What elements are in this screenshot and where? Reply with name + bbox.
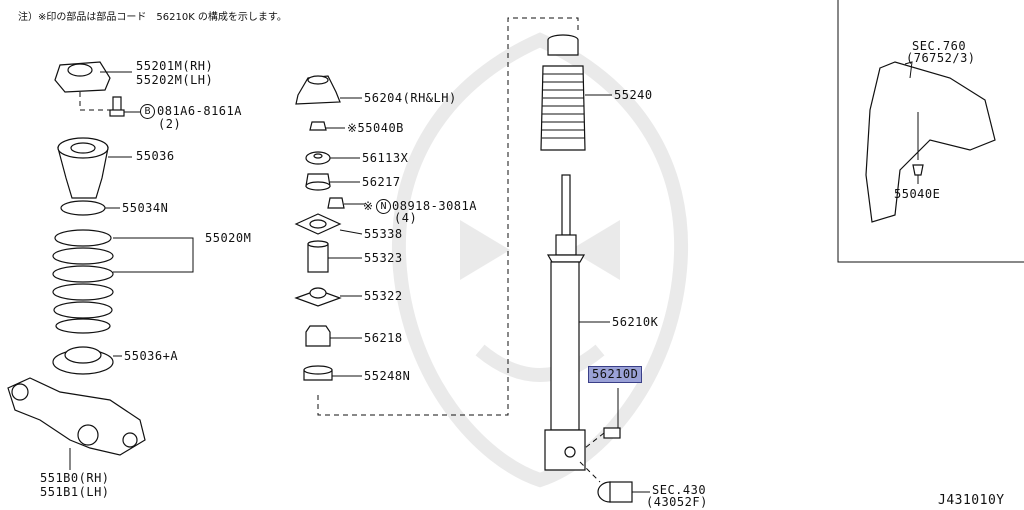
bump-boot-55240 [540,34,612,151]
assembly-bracket [317,17,579,416]
ring-55034n [60,200,120,216]
washer-56113x [305,151,360,165]
nut-symbol-n: N [376,199,391,214]
watermark-emblem [391,32,689,488]
label-55338: 55338 [364,227,403,241]
label-55323: 55323 [364,251,403,265]
plate-55338 [294,213,363,235]
spring-seat-55036 [57,137,132,199]
header-note: 注）※印の部品は部品コード 56210K の構成を示します。 [18,12,287,23]
bushing-55248n [303,365,362,381]
nut-08918 [327,197,365,209]
label-sec760[interactable]: SEC.760 [912,39,967,53]
label-551b0: 551B0(RH) [40,471,110,485]
label-55201m: 55201M(RH) [136,59,214,73]
upper-mount-55201m [54,61,132,93]
label-55322: 55322 [364,289,403,303]
nut-55040b [309,121,345,131]
label-nut-prefix: ※ [363,199,374,213]
bushing-sec430 [579,461,650,503]
label-55036a: 55036+A [124,349,179,363]
label-sec760-sub: (76752/3) [906,51,976,65]
bushing-56217 [305,173,360,191]
diagram-id: J431010Y [938,493,1005,508]
label-nut-qty: (4) [394,211,418,225]
label-56210k: 56210K [612,315,659,329]
label-56217: 56217 [362,175,401,189]
label-56204: 56204(RH&LH) [364,91,457,105]
label-55248n: 55248N [364,369,411,383]
label-56210d-highlighted[interactable]: 56210D [588,366,643,383]
label-55040b: ※55040B [347,121,404,135]
label-56218: 56218 [364,331,403,345]
lower-seat-55036a [52,346,122,375]
label-55202m: 55202M(LH) [136,73,214,87]
bolt-56210d [584,388,621,449]
label-55034n: 55034N [122,201,169,215]
bolt-symbol-b: B [140,104,155,119]
bolt-081a6 [79,92,140,117]
label-nut-code: 08918-3081A [392,199,477,213]
bumper-55323 [307,240,362,273]
label-55020m: 55020M [205,231,252,245]
label-sec430-sub: (43052F) [646,495,708,509]
seat-55322 [294,287,362,307]
inset-body-sec760 [865,61,996,223]
label-sec430[interactable]: SEC.430 [652,483,707,497]
label-bolt-code: 081A6-8161A [157,104,242,118]
inset-frame [837,0,1024,263]
mount-56204 [295,75,362,105]
coil-spring-55020m [52,229,194,334]
label-55240: 55240 [614,88,653,102]
label-56113x: 56113X [362,151,409,165]
label-bolt-qty: (2) [158,117,182,131]
bushing-56218 [305,325,362,347]
label-55036: 55036 [136,149,175,163]
label-55040e: 55040E [894,187,941,201]
shock-absorber-56210k [544,174,610,471]
lower-link-551b0 [7,377,146,470]
label-551b1: 551B1(LH) [40,485,110,499]
